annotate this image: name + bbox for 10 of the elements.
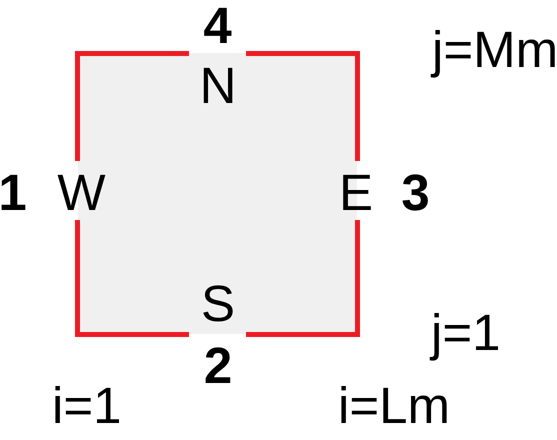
boundary-number: 2: [204, 340, 232, 391]
boundary-number: 4: [203, 0, 232, 51]
boundary-number: 1: [0, 166, 27, 218]
boundary-number: 3: [401, 166, 430, 218]
side-letter: S: [200, 278, 236, 329]
index-label: i=1: [52, 380, 122, 431]
side-letter: E: [338, 166, 374, 218]
side-letter: N: [200, 60, 236, 111]
side-letter: W: [57, 166, 106, 218]
index-label: i=Lm: [338, 380, 450, 431]
